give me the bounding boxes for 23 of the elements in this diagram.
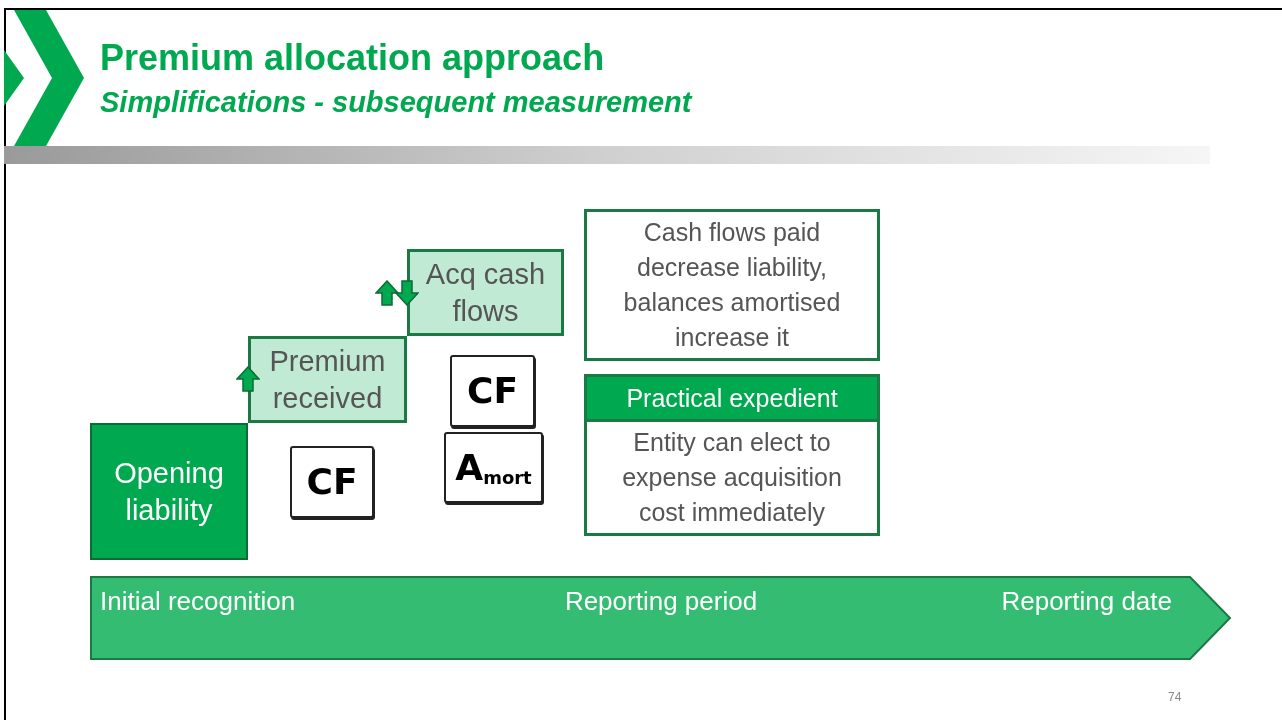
step-box	[407, 249, 564, 336]
timeline-label: Reporting date	[1000, 585, 1172, 618]
step-box	[248, 336, 407, 423]
box-text: Premium received	[268, 343, 387, 416]
note-box	[584, 209, 880, 361]
card-text: A$_{mort}$	[455, 449, 532, 486]
box-body-text: Entity can elect to expense acquisition cost immediately	[621, 427, 843, 528]
timeline-label: Reporting period	[563, 585, 759, 618]
timeline-label: Initial recognition	[100, 585, 297, 618]
subtitle: Simplifications - subsequent measurement	[100, 85, 692, 120]
sketch-card	[444, 432, 543, 503]
box-text: Opening liability	[113, 455, 225, 528]
note-text: Cash flows paid decrease liability, balances amortised increase it	[622, 217, 842, 353]
card-text: CF	[467, 373, 518, 409]
liability-box	[90, 423, 248, 560]
box-heading: Practical expedient	[587, 377, 877, 422]
expedient-box	[584, 374, 880, 536]
card-text: CF	[306, 464, 358, 500]
sketch-card	[450, 355, 535, 427]
page-number: 74	[1168, 689, 1182, 706]
title: Premium allocation approach	[100, 36, 605, 80]
sketch-card	[290, 446, 374, 518]
box-text: Acq cash flows	[424, 256, 547, 329]
